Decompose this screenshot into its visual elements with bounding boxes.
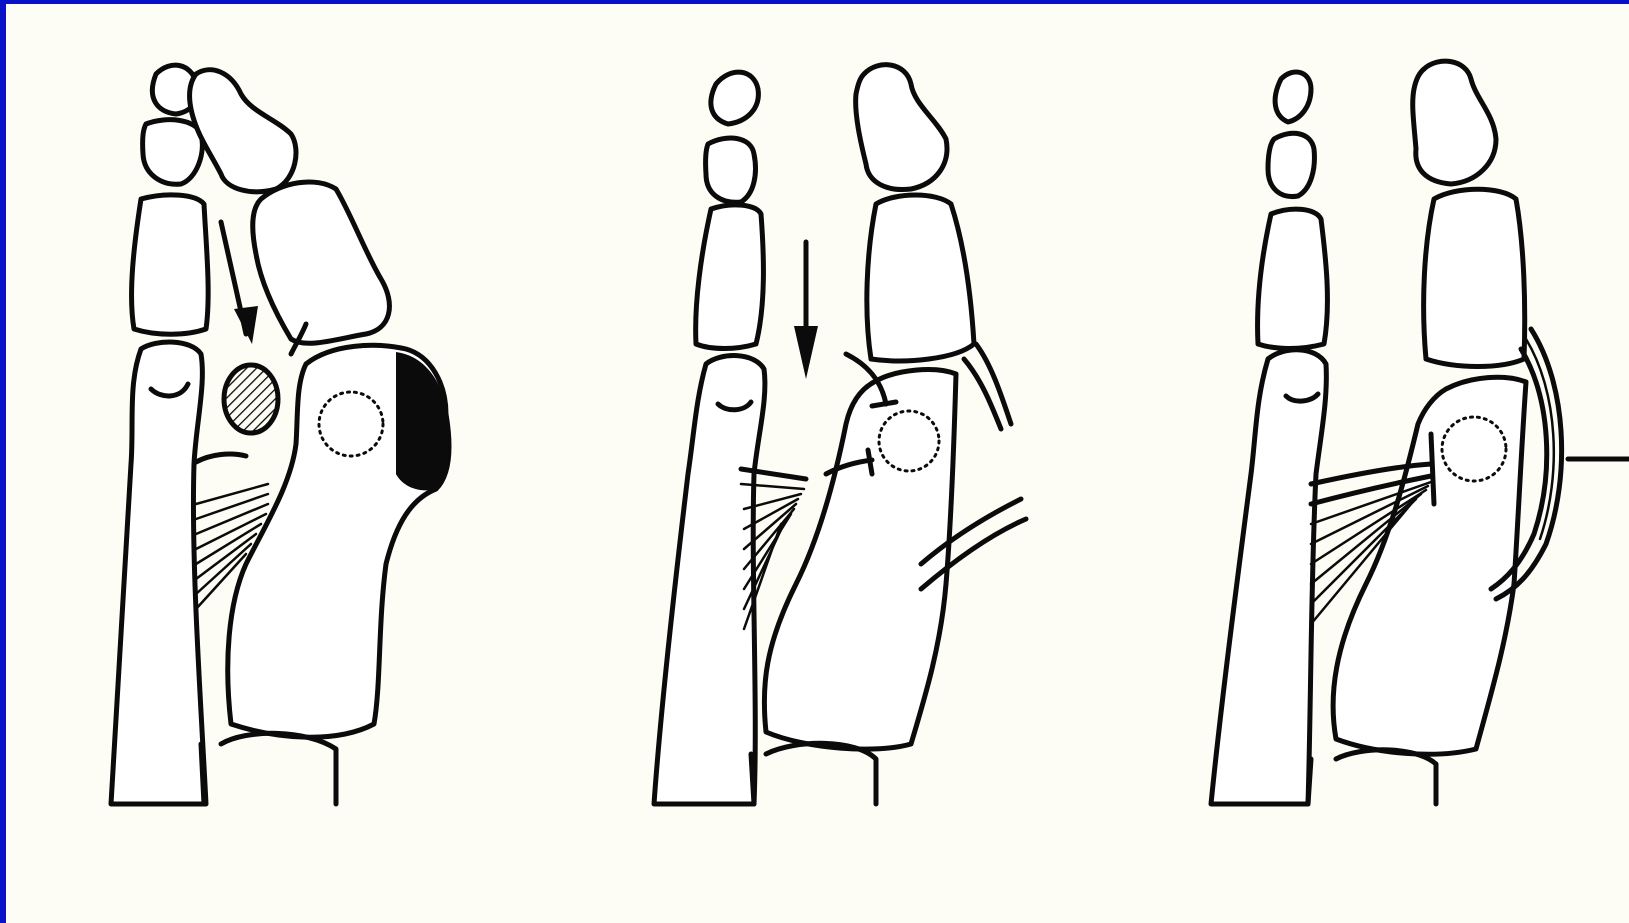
- panel-3-toe-proximal: [1258, 209, 1328, 348]
- panel-2-toe-middle: [706, 138, 756, 202]
- panel-2-cuneiform: [766, 743, 876, 804]
- panel-2-hallux-distal: [856, 65, 947, 190]
- hatched-sesamoid-icon: [224, 365, 278, 433]
- panel-3-toe-middle: [1268, 133, 1314, 196]
- panel-3-second-base: [1308, 759, 1311, 804]
- panel-1-toe-proximal: [132, 195, 209, 334]
- illustration-paper: [6, 4, 1629, 923]
- panel-2: [654, 65, 1026, 804]
- panel-2-toe-tip: [711, 72, 759, 124]
- panel-3-second-metatarsal: [1211, 350, 1326, 804]
- panel-1: [111, 65, 449, 804]
- panel-3-suture-bar: [1431, 434, 1434, 504]
- stippled-bunion-icon: [396, 352, 449, 490]
- panel-1-second-metatarsal: [111, 342, 206, 804]
- panel-2-second-base: [751, 754, 754, 804]
- panel-1-hallux-distal: [190, 70, 296, 192]
- panel-2-lateral-tendon-edge: [964, 359, 1001, 429]
- panel-1-hallux-proximal: [253, 182, 390, 343]
- panel-3-cuneiform: [1336, 750, 1436, 804]
- panel-1-cuneiform: [221, 733, 336, 804]
- arrow-down-icon: [794, 326, 818, 379]
- panel-1-tendon-lower: [196, 454, 246, 462]
- panel-3-toe-tip: [1275, 72, 1311, 122]
- panel-1-second-base: [201, 744, 204, 804]
- panel-2-hallux-proximal: [867, 195, 974, 361]
- arrow-down-icon: [234, 306, 258, 344]
- panel-2-toe-proximal: [696, 205, 764, 349]
- panel-2-second-metatarsal: [654, 356, 765, 804]
- panel-3-hallux-distal: [1413, 61, 1496, 184]
- panel-1-toe-middle: [143, 120, 203, 185]
- panel-3: [1211, 61, 1629, 804]
- panel-3-hallux-proximal: [1424, 189, 1525, 366]
- forefoot-illustration: [6, 4, 1629, 923]
